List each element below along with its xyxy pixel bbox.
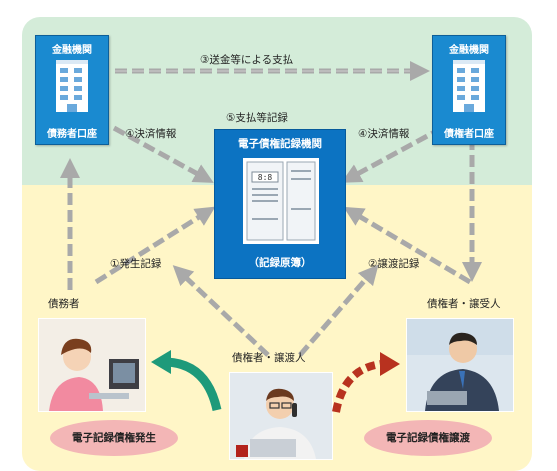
process-transfer: 電子記録債権譲渡 [364,420,492,456]
arrow-creditor-to-center [343,206,472,285]
bank-title: 金融機関 [449,45,489,56]
arrow-transferor-to-center-left [172,265,270,357]
bank-account-label: 債務者口座 [47,129,97,140]
bank-creditor: 金融機関 債権者口座 [432,35,506,145]
building-icon [453,60,485,112]
businessman-with-laptop-illustration [407,319,513,411]
server-icon: 8:8 [243,158,319,244]
bank-debtor: 金融機関 債務者口座 [35,35,109,145]
arrow-occurrence-record [94,206,216,285]
label-settlement-left: ④決済情報 [125,128,177,140]
transferee-photo [406,318,514,412]
arrow-settlement-right [341,125,444,183]
red-dashed-curved-arrow [332,352,400,413]
bank-account-label: 債権者口座 [444,129,494,140]
label-debtor: 債務者 [48,298,80,310]
central-title: 電子債権記録機関 [238,138,322,150]
arrow-settlement-left [112,125,214,183]
arrow-transferor-to-center-right [298,264,379,357]
label-transfer-record: ②譲渡記録 [368,258,420,270]
building-icon [56,60,88,112]
bank-title: 金融機関 [52,45,92,56]
man-on-phone-illustration [230,373,332,459]
label-creditor-transferor: 債権者・譲渡人 [232,352,306,364]
label-creditor-transferee: 債権者・譲受人 [427,298,501,310]
green-curved-arrow [151,350,222,412]
label-payment: ③送金等による支払 [200,54,294,66]
debtor-photo [38,318,146,412]
label-payment-record: ⑤支払等記録 [226,112,288,124]
label-settlement-right: ④決済情報 [358,128,410,140]
svg-text:8:8: 8:8 [258,173,273,182]
process-occurrence: 電子記録債権発生 [50,420,178,456]
woman-at-computer-illustration [39,319,145,411]
transferor-photo [229,372,333,460]
central-subtitle: （記録原簿） [248,257,312,269]
label-occurrence-record: ①発生記録 [110,258,162,270]
central-registry: 電子債権記録機関 8:8 （記録原簿） [214,129,346,279]
